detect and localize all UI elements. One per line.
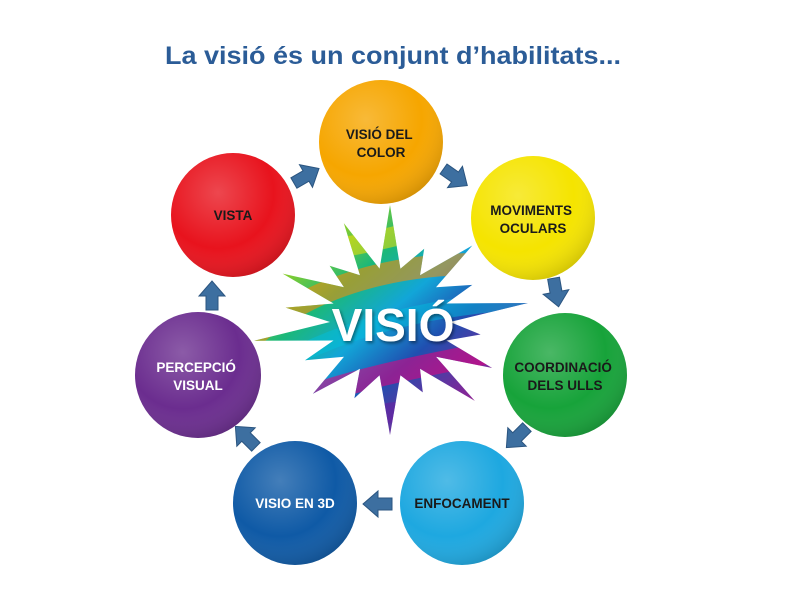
node-label-line: OCULARS bbox=[500, 221, 567, 236]
node-label-line: DELS ULLS bbox=[527, 378, 602, 393]
node-shading bbox=[319, 80, 443, 204]
node-label: VISIO EN 3D bbox=[255, 496, 335, 511]
center-label: VISIÓ bbox=[332, 299, 455, 351]
arrow-icon bbox=[197, 280, 227, 311]
diagram-title: La visió és un conjunt d’habilitats... bbox=[165, 42, 621, 70]
arrow-icon bbox=[234, 425, 261, 452]
node-shading bbox=[171, 153, 295, 277]
flow-arrows bbox=[197, 163, 570, 519]
node-shading bbox=[503, 313, 627, 437]
node-shading bbox=[471, 156, 595, 280]
node-label: VISIÓ DEL COLOR bbox=[346, 127, 416, 160]
node-focusing: ENFOCAMENT bbox=[400, 441, 524, 565]
node-sight: VISTA bbox=[171, 153, 295, 277]
node-label-line: VISIÓ DEL bbox=[346, 127, 413, 142]
node-color-vision: VISIÓ DEL COLOR bbox=[319, 80, 443, 204]
node-eye-movements: MOVIMENTS OCULARS bbox=[471, 156, 595, 280]
arrow-icon bbox=[439, 163, 468, 189]
node-eye-coordination: COORDINACIÓ DELS ULLS bbox=[503, 313, 627, 437]
node-label: PERCEPCIÓ VISUAL bbox=[156, 360, 239, 393]
node-label-line: COORDINACIÓ bbox=[514, 360, 612, 375]
node-shading bbox=[135, 312, 261, 438]
node-3d-vision: VISIO EN 3D bbox=[233, 441, 357, 565]
node-label-line: MOVIMENTS bbox=[490, 203, 572, 218]
arrow-icon bbox=[542, 276, 570, 308]
node-label: ENFOCAMENT bbox=[414, 496, 510, 511]
arrow-icon bbox=[362, 489, 393, 519]
starburst-shape bbox=[254, 205, 528, 436]
node-label-line: COLOR bbox=[357, 145, 406, 160]
node-label-line: VISUAL bbox=[173, 378, 223, 393]
node-label: MOVIMENTS OCULARS bbox=[490, 203, 576, 236]
arrow-icon bbox=[505, 422, 532, 449]
arrow-icon bbox=[290, 164, 320, 189]
node-visual-perception: PERCEPCIÓ VISUAL bbox=[135, 312, 261, 438]
node-label: COORDINACIÓ DELS ULLS bbox=[514, 360, 615, 393]
node-label: VISTA bbox=[214, 208, 253, 223]
node-shading bbox=[233, 441, 357, 565]
node-shading bbox=[400, 441, 524, 565]
node-label-line: PERCEPCIÓ bbox=[156, 360, 236, 375]
